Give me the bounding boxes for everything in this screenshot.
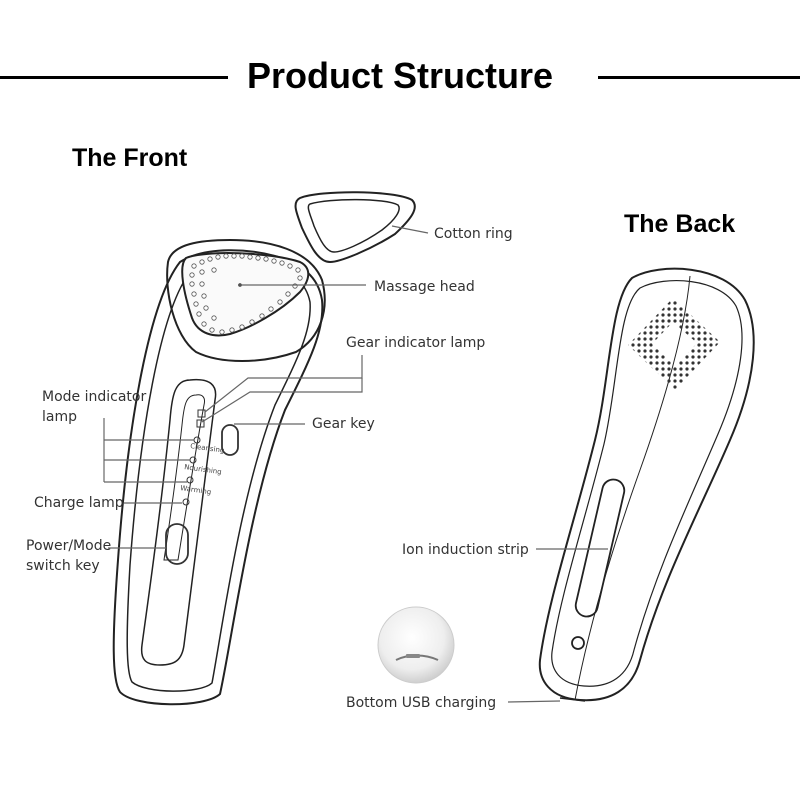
gear-key-button [221,424,239,456]
back-seam [574,275,691,701]
front-heading: The Front [72,144,188,172]
title-rule-right [598,76,800,79]
panel-text-warming: Warming [180,484,212,496]
label-ion-induction-strip: Ion induction strip [402,542,529,558]
power-mode-key [165,523,189,565]
label-mode-indicator-lamp-2: lamp [42,409,77,425]
front-device [112,238,326,706]
leader-lines [103,225,608,703]
label-charge-lamp: Charge lamp [34,495,124,511]
usb-port-edge [559,697,586,702]
massage-head-shape [181,252,310,337]
title-rule-left [0,76,228,79]
back-button-dot [571,636,585,650]
back-dot-pattern [628,298,720,390]
back-body-inner [551,279,743,687]
panel-text-cleansing: Cleansing [190,442,225,455]
cotton-ring-inner [307,198,400,253]
front-panel-controls [165,409,239,565]
label-massage-head: Massage head [374,279,475,295]
gear-icon-2 [196,419,205,428]
head-bezel [166,238,326,362]
label-gear-key: Gear key [312,416,375,432]
back-device [538,267,755,702]
front-panel-inner [163,394,205,561]
back-body-outline [538,267,755,702]
ion-induction-strip-shape [574,478,626,618]
usb-port-icon [406,654,420,658]
label-power-mode-2: switch key [26,558,100,574]
label-gear-indicator-lamp: Gear indicator lamp [346,335,486,351]
charge-lamp-dot [182,498,190,506]
mode-lamp-2 [189,456,197,464]
mode-lamp-3 [186,476,194,484]
label-power-mode-1: Power/Mode [26,538,112,554]
massage-head-dots [189,253,303,335]
panel-text-nourishing: Nourishing [184,463,222,476]
front-lower-window [140,378,217,666]
usb-inset-circle [377,606,455,684]
label-cotton-ring: Cotton ring [434,226,513,242]
label-mode-indicator-lamp-1: Mode indicator [42,389,147,405]
cotton-ring-shape [294,191,416,264]
gear-icon-1 [197,409,206,418]
back-heading: The Back [624,210,736,238]
front-panel-text: Cleansing Nourishing Warming [180,442,225,496]
label-bottom-usb-charging: Bottom USB charging [346,695,497,711]
page-title: Product Structure [0,55,800,97]
